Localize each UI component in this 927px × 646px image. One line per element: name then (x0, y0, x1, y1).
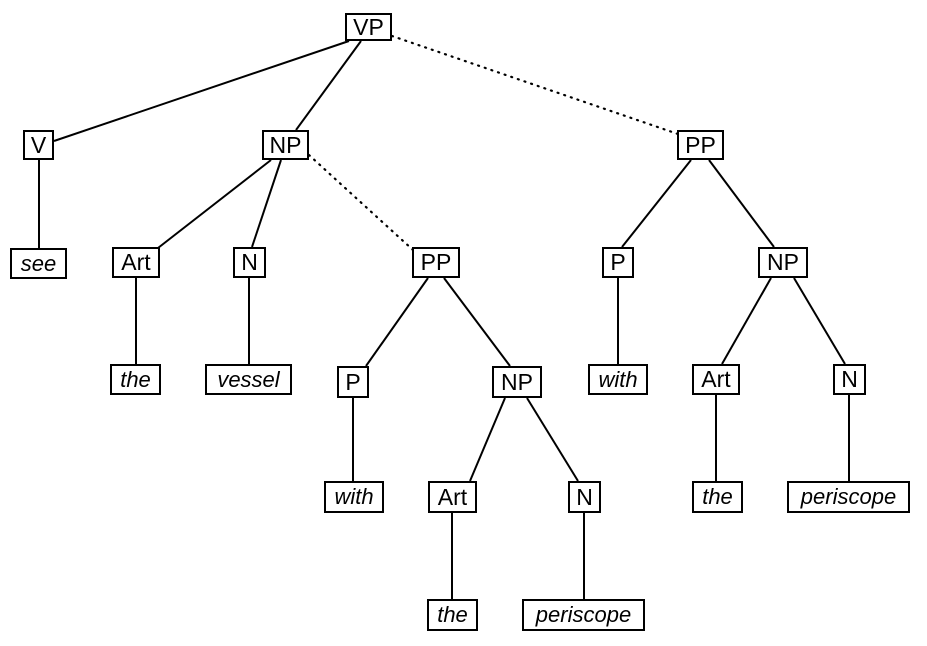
tree-edge-np_right-to-n_right (793, 277, 846, 365)
category-node-art_mid[interactable]: Art (428, 481, 477, 513)
category-node-np_right[interactable]: NP (758, 247, 808, 278)
category-node-art1[interactable]: Art (112, 247, 160, 278)
tree-edge-pp_mid-to-np_mid (443, 277, 511, 367)
category-node-n_right[interactable]: N (833, 364, 866, 395)
category-node-v[interactable]: V (23, 130, 54, 160)
tree-edge-vp-to-np1 (295, 40, 362, 131)
leaf-node-the_mid[interactable]: the (427, 599, 478, 631)
tree-edge-vp-to-pp_right (390, 34, 680, 136)
category-node-pp_right[interactable]: PP (677, 130, 724, 160)
category-node-pp_mid[interactable]: PP (412, 247, 460, 278)
tree-edge-np_mid-to-n_mid (526, 397, 579, 482)
leaf-node-with_mid[interactable]: with (324, 481, 384, 513)
tree-edge-pp_mid-to-p_mid (365, 277, 429, 367)
category-node-p_right[interactable]: P (602, 247, 634, 278)
category-node-np_mid[interactable]: NP (492, 366, 542, 398)
tree-edge-np_mid-to-art_mid (469, 397, 506, 482)
category-node-n_mid[interactable]: N (568, 481, 601, 513)
leaf-node-with_right[interactable]: with (588, 364, 648, 395)
leaf-node-the_right[interactable]: the (692, 481, 743, 513)
edges-group (38, 34, 850, 599)
tree-edge-np1-to-n1 (251, 159, 282, 248)
tree-edge-np_right-to-art_right (721, 277, 772, 365)
tree-edge-vp-to-v (53, 40, 350, 142)
category-node-np1[interactable]: NP (262, 130, 309, 160)
category-node-n1[interactable]: N (233, 247, 266, 278)
tree-edge-pp_right-to-p_right (621, 159, 692, 248)
category-node-art_right[interactable]: Art (692, 364, 740, 395)
category-node-p_mid[interactable]: P (337, 366, 369, 398)
category-node-vp[interactable]: VP (345, 13, 392, 41)
leaf-node-peri_mid[interactable]: periscope (522, 599, 645, 631)
leaf-node-peri_right[interactable]: periscope (787, 481, 910, 513)
leaf-node-vessel[interactable]: vessel (205, 364, 292, 395)
leaf-node-see[interactable]: see (10, 248, 67, 279)
tree-edge-np1-to-pp_mid (307, 153, 415, 252)
tree-edge-pp_right-to-np_right (708, 159, 775, 248)
leaf-node-the1[interactable]: the (110, 364, 161, 395)
tree-edge-np1-to-art1 (157, 159, 272, 249)
